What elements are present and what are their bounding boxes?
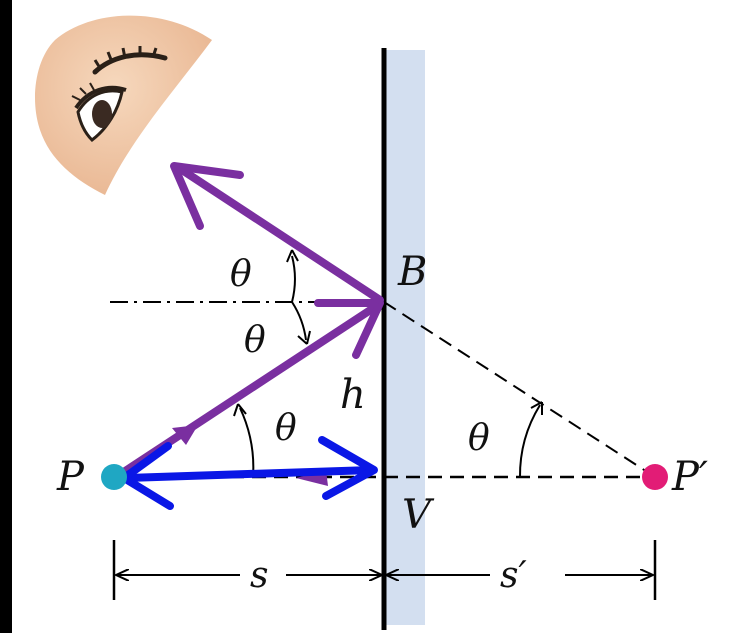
label-P: P (56, 454, 85, 500)
reflected-ray (112, 162, 384, 486)
mirror-glass (385, 50, 425, 625)
virtual-ray (383, 301, 656, 478)
label-theta-lower: θ (244, 320, 266, 361)
label-theta-source: θ (275, 408, 297, 449)
label-h: h (340, 372, 366, 418)
object-point (101, 464, 127, 490)
label-P-prime: P′ (671, 454, 708, 500)
label-s: s (250, 555, 268, 596)
label-s-prime: s′ (500, 555, 527, 596)
angle-arcs (233, 249, 543, 478)
label-V: V (402, 492, 435, 538)
label-B: B (397, 249, 427, 295)
left-border (0, 0, 12, 633)
image-point (642, 464, 668, 490)
dimension-markers (112, 540, 657, 600)
label-theta-upper: θ (230, 254, 252, 295)
direct-ray (120, 436, 378, 510)
eye-icon (35, 15, 212, 195)
label-theta-image: θ (468, 418, 490, 459)
